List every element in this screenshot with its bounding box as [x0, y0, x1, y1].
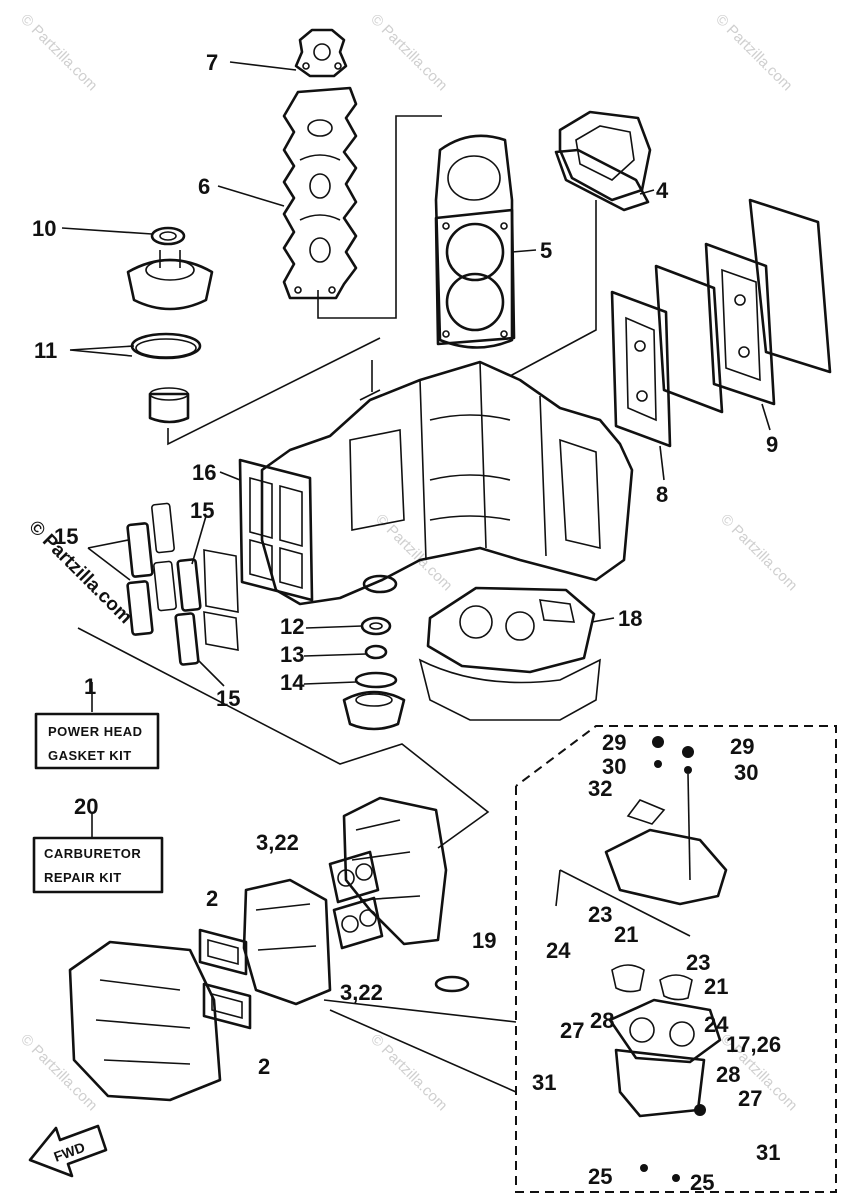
callout-5: 5: [540, 238, 552, 263]
callout-15-center: 15: [190, 498, 214, 523]
callout-29-right: 29: [730, 734, 754, 759]
callout-14: 14: [280, 670, 305, 695]
fwd-direction-arrow: FWD: [28, 1124, 108, 1178]
part-8-exhaust-gasket: [610, 264, 724, 448]
carburetor-kit-line1: CARBURETOR: [44, 846, 141, 861]
part-16-intake-gasket: [238, 458, 314, 602]
callout-15-bottom: 15: [216, 686, 240, 711]
callout-4: 4: [656, 178, 669, 203]
callout-27-left: 27: [560, 1018, 584, 1043]
callout-18: 18: [618, 606, 642, 631]
part-10-oil-seal: [150, 226, 186, 246]
callout-27-right: 27: [738, 1086, 762, 1111]
callout-2-bottom: 2: [258, 1054, 270, 1079]
power-head-kit-line1: POWER HEAD: [48, 724, 143, 739]
callout-17-26: 17,26: [726, 1032, 781, 1057]
watermark-top-center: © Partzilla.com: [367, 11, 450, 94]
power-head-gasket-kit: POWER HEAD GASKET KIT: [34, 712, 160, 770]
callout-19: 19: [472, 928, 496, 953]
callout-23-right: 23: [686, 950, 710, 975]
watermark-mid-right: © Partzilla.com: [717, 511, 800, 594]
watermark-bottom-center: © Partzilla.com: [367, 1031, 450, 1114]
part-7-head-cover-gasket: [294, 28, 348, 78]
callout-1: 1: [84, 674, 96, 699]
carburetor-kit-line2: REPAIR KIT: [44, 870, 122, 885]
part-2-reed-gasket-lower: [202, 982, 252, 1030]
callout-3-22-top: 3,22: [256, 830, 299, 855]
callout-12: 12: [280, 614, 304, 639]
power-head-kit-line2: GASKET KIT: [48, 748, 132, 763]
part-13-seal: [364, 644, 388, 660]
callout-23-left: 23: [588, 902, 612, 927]
callout-numbers: 7 6 10 11 4 5 9 8 16 15 15 15 12 13 14 1…: [32, 50, 781, 1195]
callout-13: 13: [280, 642, 304, 667]
callout-30-left: 30: [602, 754, 626, 779]
callout-8: 8: [656, 482, 668, 507]
carburetor-repair-kit: CARBURETOR REPAIR KIT: [32, 836, 164, 894]
part-11-o-rings: [130, 332, 202, 360]
callout-7: 7: [206, 50, 218, 75]
crankshaft-seal-housing: [362, 574, 398, 594]
part-5-cylinder-head-gasket: [434, 134, 516, 349]
callout-9: 9: [766, 432, 778, 457]
callout-25-left: 25: [588, 1164, 612, 1189]
callout-32: 32: [588, 776, 612, 801]
watermark-top-left: © Partzilla.com: [17, 11, 100, 94]
part-9-exhaust-cover-gasket: [704, 198, 832, 406]
callout-21-left: 21: [614, 922, 638, 947]
callout-25-right: 25: [690, 1170, 714, 1195]
watermarks: © Partzilla.com © Partzilla.com © Partzi…: [17, 11, 800, 1114]
part-18-base-gasket: [418, 586, 601, 721]
callout-2-top: 2: [206, 886, 218, 911]
callout-20: 20: [74, 794, 98, 819]
part-2-reed-gasket-upper: [198, 928, 248, 976]
fwd-label: FWD: [52, 1139, 87, 1165]
part-3-22-carburetor-gasket-lower: [332, 896, 384, 950]
part-6-water-jacket-gasket: [282, 86, 358, 300]
callout-10: 10: [32, 216, 56, 241]
cylinder-crankcase-block: [260, 360, 634, 606]
part-14-o-ring: [354, 671, 398, 689]
callout-21-right: 21: [704, 974, 728, 999]
upper-bearing-housing: [126, 250, 214, 311]
silencer-cover: [68, 940, 222, 1102]
callout-6: 6: [198, 174, 210, 199]
assembly-outline-lines: [77, 115, 597, 849]
leader-lines: [61, 61, 771, 838]
callout-3-22-bottom: 3,22: [340, 980, 383, 1005]
callout-16: 16: [192, 460, 216, 485]
part-19-gasket: [434, 975, 470, 993]
callout-15-left: 15: [54, 524, 78, 549]
carburetor-detail-box: [323, 725, 837, 1193]
part-3-22-carburetor-gasket-upper: [328, 850, 380, 904]
part-12-seal: [360, 616, 392, 636]
watermark-top-right: © Partzilla.com: [712, 11, 795, 94]
callout-29-left: 29: [602, 730, 626, 755]
bearing-sleeve: [148, 387, 190, 424]
callout-31-right: 31: [756, 1140, 780, 1165]
part-4-cover-gasket: [554, 110, 652, 212]
callout-28-right: 28: [716, 1062, 740, 1087]
callout-24-right: 24: [704, 1012, 729, 1037]
lower-bearing-housing: [342, 690, 406, 731]
callout-11: 11: [34, 338, 57, 363]
callout-28-left: 28: [590, 1008, 614, 1033]
callout-30-right: 30: [734, 760, 758, 785]
part-15-reed-valve-gaskets: [126, 502, 239, 666]
watermark-bottom-left: © Partzilla.com: [17, 1031, 100, 1114]
callout-24-left: 24: [546, 938, 571, 963]
callout-31-left: 31: [532, 1070, 556, 1095]
